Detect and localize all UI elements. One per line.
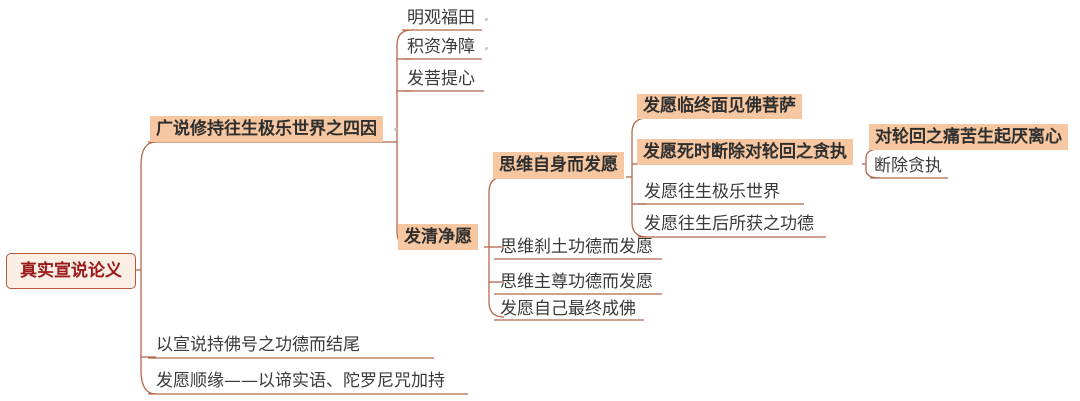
- node-self-reflection[interactable]: 思维自身而发愿: [493, 152, 624, 179]
- node-bodhicitta[interactable]: 发菩提心: [407, 69, 475, 89]
- root-node[interactable]: 真实宣说论义: [6, 253, 136, 289]
- node-land-merits[interactable]: 思维刹土功德而发愿: [500, 237, 653, 257]
- node-vow-see-buddha[interactable]: 发愿临终面见佛菩萨: [637, 94, 802, 119]
- node-vow-rebirth[interactable]: 发愿往生极乐世界: [644, 182, 780, 202]
- node-vow-cut-attachment[interactable]: 发愿死时断除对轮回之贪执: [637, 139, 853, 165]
- node-lord-merits[interactable]: 思维主尊功德而发愿: [500, 272, 653, 292]
- node-four-causes[interactable]: 广说修持往生极乐世界之四因: [150, 116, 383, 142]
- node-dedication[interactable]: 发愿顺缘——以谛实语、陀罗尼咒加持: [156, 371, 445, 391]
- node-vow-merits[interactable]: 发愿往生后所获之功德: [644, 214, 814, 234]
- node-accumulate-merit[interactable]: 积资净障: [407, 37, 475, 57]
- note-marker-icon: [394, 128, 397, 131]
- node-cut-craving[interactable]: 断除贪执: [874, 156, 942, 176]
- node-conclusion[interactable]: 以宣说持佛号之功德而结尾: [156, 335, 360, 355]
- node-renunciation[interactable]: 对轮回之痛苦生起厌离心: [869, 124, 1068, 150]
- note-marker-icon: [485, 18, 488, 21]
- node-pure-vow[interactable]: 发清净愿: [398, 224, 478, 250]
- note-marker-icon: [485, 47, 488, 50]
- node-contemplate-field[interactable]: 明观福田: [407, 8, 475, 28]
- node-become-buddha[interactable]: 发愿自己最终成佛: [500, 299, 636, 319]
